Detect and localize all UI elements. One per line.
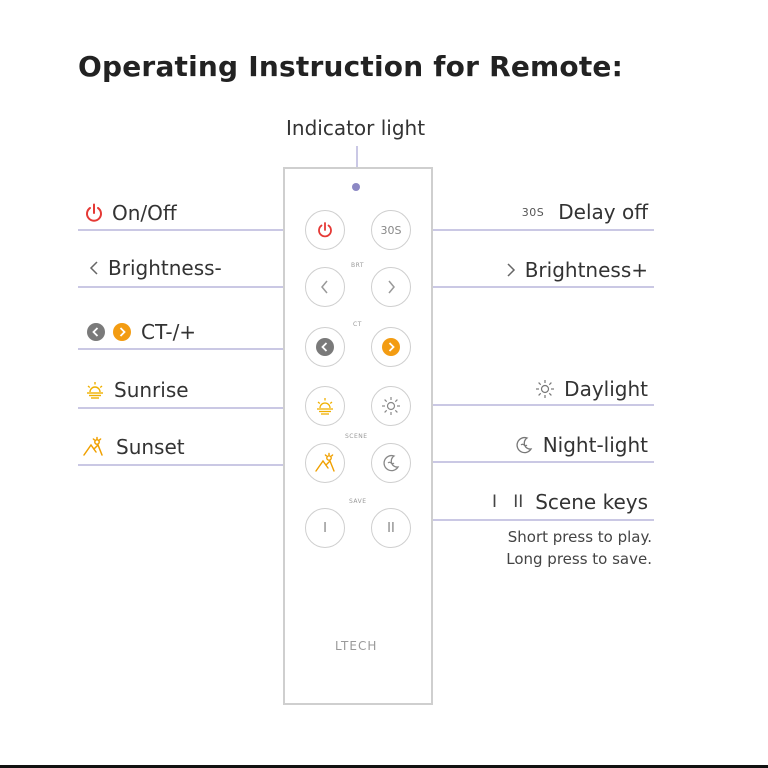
ct-minus-button[interactable] (305, 327, 345, 367)
delay-off-button[interactable]: 30S (371, 210, 411, 250)
scene-keys-label-text: Scene keys (535, 490, 648, 514)
indicator-light-label: Indicator light (286, 116, 426, 140)
moon-icon (513, 434, 535, 456)
scene-keys-note-line2: Long press to save. (506, 550, 652, 568)
ct-plus-icon (112, 322, 132, 342)
brand-logo: LTECH (335, 639, 378, 653)
page-title: Operating Instruction for Remote: (78, 50, 623, 83)
ct-label-text: CT-/+ (141, 320, 197, 344)
brightness-minus-label-text: Brightness- (108, 256, 222, 280)
ct-plus-button[interactable] (371, 327, 411, 367)
scene-section-label: SCENE (345, 433, 368, 440)
chevron-left-icon (88, 260, 100, 276)
night-light-label: Night-light (513, 433, 648, 457)
night-light-button[interactable] (371, 443, 411, 483)
on-off-label-text: On/Off (112, 201, 177, 225)
scene-keys-icon-text: I II (491, 492, 524, 512)
scene-1-button-label: I (323, 520, 327, 536)
sunrise-label: Sunrise (84, 378, 189, 402)
sunrise-icon (84, 379, 106, 401)
bottom-divider (0, 765, 768, 768)
brightness-plus-label-text: Brightness+ (524, 258, 648, 282)
scene-2-button-label: II (387, 520, 395, 536)
daylight-label-text: Daylight (564, 377, 648, 401)
sun-icon (382, 397, 400, 415)
delay-icon-text: 30S (521, 205, 545, 219)
delay-off-label-text: Delay off (558, 200, 648, 224)
sunset-icon (315, 452, 335, 472)
night-light-label-text: Night-light (542, 433, 648, 457)
ct-section-label: CT (353, 321, 362, 328)
save-section-label: SAVE (349, 498, 367, 505)
chevron-left-icon (321, 280, 328, 294)
chevron-right-icon (388, 280, 395, 294)
brightness-minus-label: Brightness- (88, 256, 222, 280)
sunset-label: Sunset (80, 435, 185, 459)
on-off-label: On/Off (84, 201, 177, 225)
chevron-right-icon (505, 262, 517, 278)
moon-icon (383, 454, 400, 472)
ct-label: CT-/+ (86, 320, 196, 344)
brt-section-label: BRT (351, 262, 365, 269)
sunset-icon (80, 436, 106, 458)
ct-minus-icon (86, 322, 106, 342)
ct-plus-icon (382, 338, 400, 356)
sunrise-icon (317, 398, 333, 415)
brightness-plus-label: Brightness+ (505, 258, 648, 282)
sunset-label-text: Sunset (116, 435, 185, 459)
sunset-button[interactable] (305, 443, 345, 483)
indicator-light (352, 183, 360, 191)
power-button[interactable] (305, 210, 345, 250)
brightness-minus-button[interactable] (305, 267, 345, 307)
scene-keys-note-line1: Short press to play. (507, 528, 652, 546)
remote-body (283, 167, 433, 705)
sunrise-button[interactable] (305, 386, 345, 426)
daylight-label: Daylight (534, 377, 648, 401)
brightness-plus-button[interactable] (371, 267, 411, 307)
sunrise-label-text: Sunrise (114, 378, 189, 402)
power-icon (318, 222, 332, 238)
scene-1-button[interactable]: I (305, 508, 345, 548)
delay-off-label: 30S Delay off (522, 200, 648, 224)
power-icon (84, 202, 104, 224)
ct-minus-icon (316, 338, 334, 356)
scene-2-button[interactable]: II (371, 508, 411, 548)
delay-off-button-label: 30S (380, 223, 402, 237)
sun-icon (534, 378, 556, 400)
scene-keys-label: I II Scene keys (492, 490, 648, 514)
daylight-button[interactable] (371, 386, 411, 426)
